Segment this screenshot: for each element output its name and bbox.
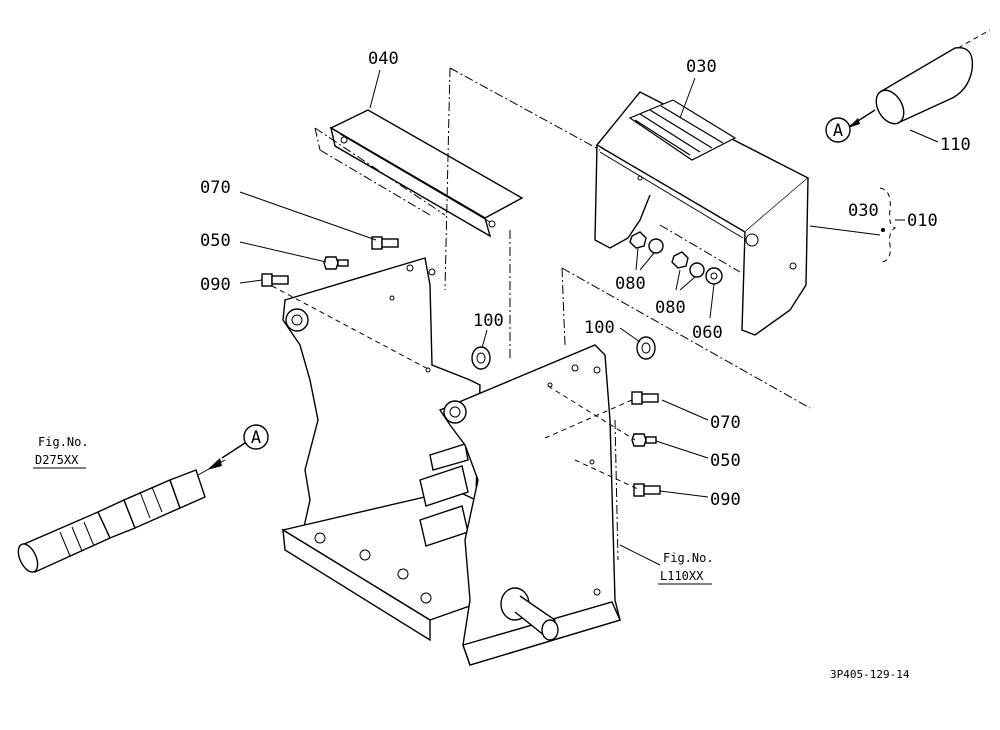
construction-lines: [271, 67, 811, 561]
label-050-left: 050: [200, 231, 231, 251]
callout-labels: 040 030 110 030 010 070 050 090 100 100 …: [200, 49, 971, 510]
fig-ref-d275: Fig.No. D275XX: [33, 435, 89, 469]
pipe-110: [848, 29, 991, 128]
fig-ref-l110-label: Fig.No.: [663, 551, 714, 565]
bolts-right: [631, 336, 661, 497]
marker-a-top: A: [825, 117, 851, 143]
label-010: 010: [907, 211, 938, 231]
label-080-b: 080: [655, 298, 686, 318]
label-090-right: 090: [710, 490, 741, 510]
label-080-a: 080: [615, 274, 646, 294]
label-110: 110: [940, 135, 971, 155]
label-030-top: 030: [686, 57, 717, 77]
label-100-right: 100: [584, 318, 615, 338]
label-040: 040: [368, 49, 399, 69]
label-070-left: 070: [200, 178, 231, 198]
label-060: 060: [692, 323, 723, 343]
marker-a-left: A: [243, 424, 269, 450]
cover-030: [594, 91, 810, 336]
label-050-right: 050: [710, 451, 741, 471]
group-brace-010: [879, 187, 905, 263]
nuts-080: [629, 231, 723, 285]
fig-ref-l110: Fig.No. L110XX: [658, 551, 714, 585]
fig-ref-d275-label: Fig.No.: [38, 435, 89, 449]
label-090-left: 090: [200, 275, 231, 295]
marker-a-top-text: A: [833, 121, 843, 141]
leader-lines: [239, 69, 939, 566]
splined-shaft: [17, 442, 246, 573]
drawing-code: 3P405-129-14: [830, 668, 910, 681]
label-070-right: 070: [710, 413, 741, 433]
label-030-side: 030: [848, 201, 879, 221]
bracket-040: [314, 109, 524, 238]
bolts-left: [261, 236, 491, 370]
fig-ref-d275-number: D275XX: [35, 453, 79, 467]
marker-a-left-text: A: [251, 428, 261, 448]
fig-ref-l110-number: L110XX: [660, 569, 704, 583]
main-frame: [281, 257, 621, 666]
label-100-left: 100: [473, 311, 504, 331]
